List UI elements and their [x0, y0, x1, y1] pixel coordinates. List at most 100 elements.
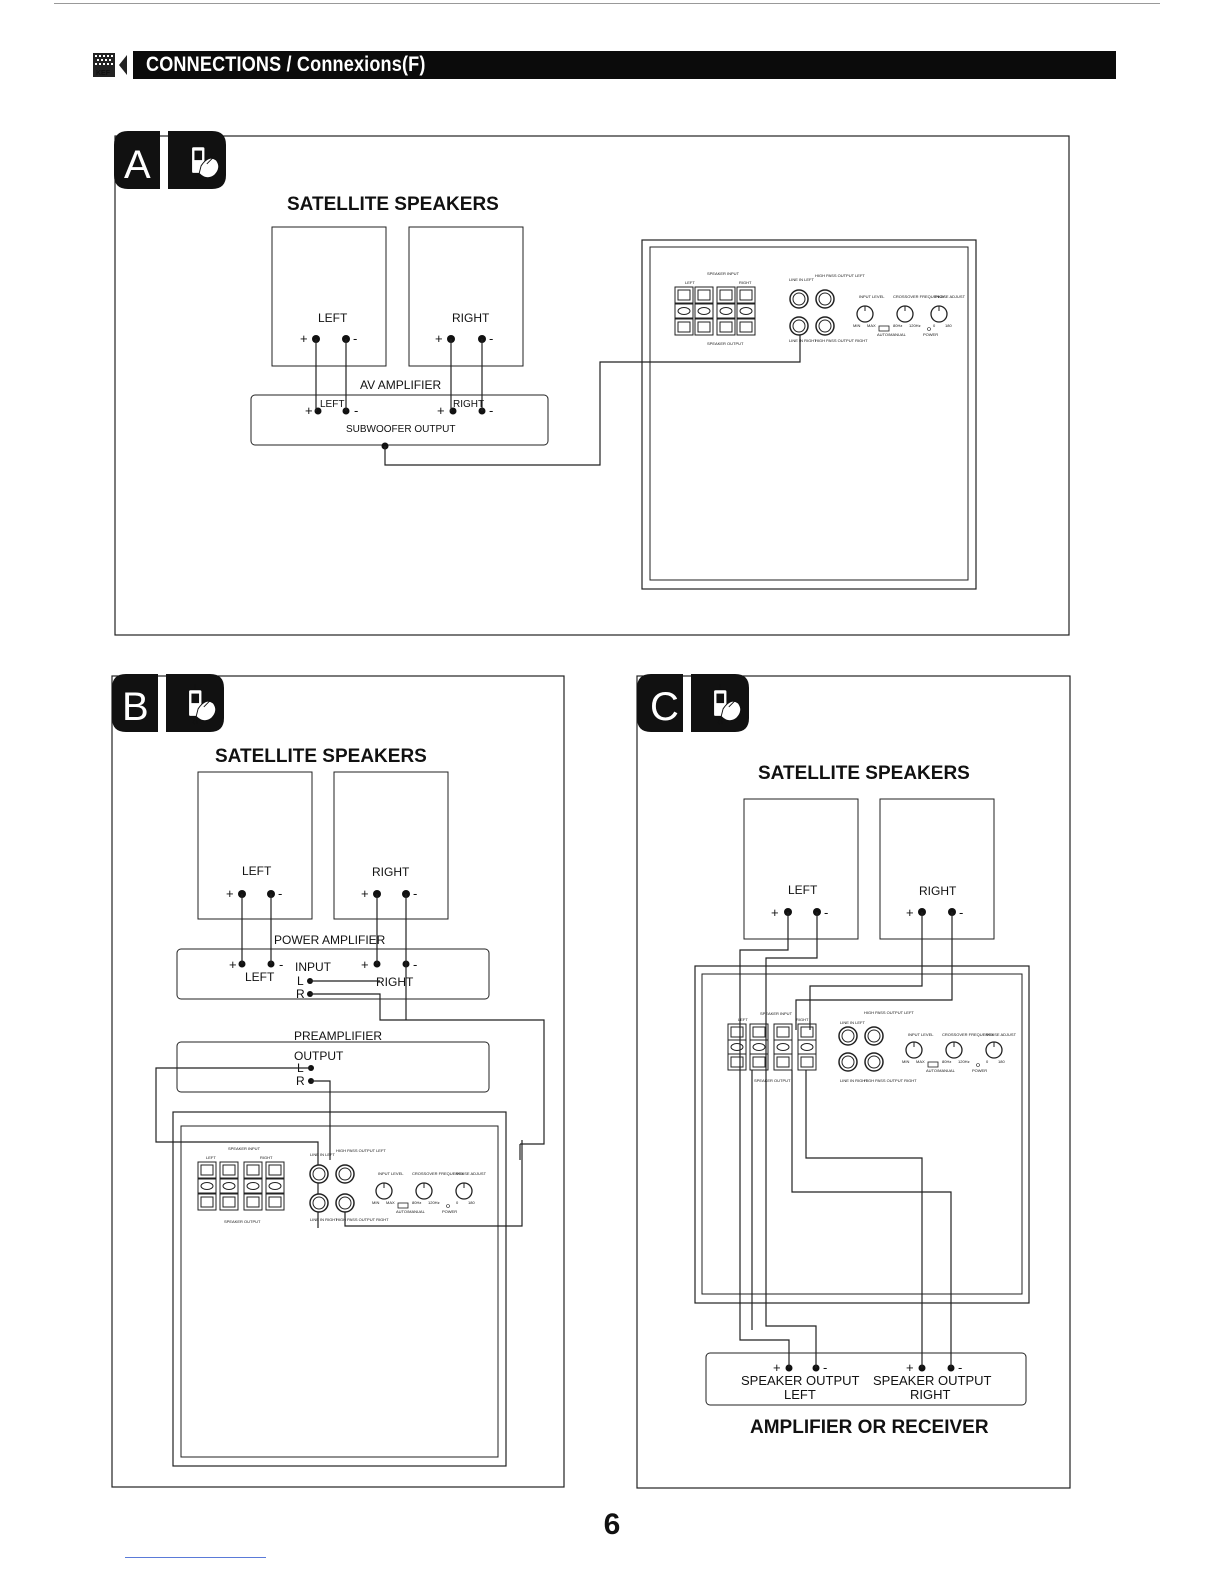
p180-label: 180	[998, 1059, 1005, 1064]
av-amplifier-label: AV AMPLIFIER	[360, 378, 441, 392]
right-speaker-label: RIGHT	[919, 884, 957, 898]
polarity-minus: -	[823, 1360, 827, 1375]
polarity-minus: -	[278, 886, 282, 901]
auto-manual-label: AUTO/MANUAL	[926, 1068, 956, 1073]
line-in-right-label: LINE IN RIGHT	[310, 1217, 338, 1222]
panel-a-title: SATELLITE SPEAKERS	[287, 194, 499, 215]
polarity-minus: -	[958, 1360, 962, 1375]
right-speaker-box	[408, 226, 524, 367]
top-rule	[54, 3, 1160, 4]
sp-left-label: LEFT	[685, 280, 695, 285]
pre-r-label: R	[296, 1074, 305, 1088]
polarity-minus: -	[959, 905, 963, 920]
preamplifier-box	[176, 1041, 490, 1093]
pre-output-label: OUTPUT	[294, 1049, 344, 1063]
polarity-minus: -	[413, 886, 417, 901]
polarity-plus: +	[361, 886, 369, 901]
input-level-label: INPUT LEVEL	[859, 294, 885, 299]
input-level-label: INPUT LEVEL	[378, 1171, 404, 1176]
right-speaker-label: RIGHT	[452, 311, 490, 325]
panel-a-letter: A	[124, 143, 151, 187]
power-label: POWER	[972, 1068, 987, 1073]
amp-right-label: RIGHT	[453, 399, 484, 410]
footer-link-rule	[125, 1557, 266, 1558]
out-right-label-2: RIGHT	[910, 1387, 951, 1402]
panel-c-title: SATELLITE SPEAKERS	[758, 763, 970, 784]
polarity-plus: +	[305, 403, 313, 418]
subwoofer-inner	[180, 1125, 499, 1458]
polarity-minus: -	[279, 957, 283, 972]
max-label: MAX	[916, 1059, 925, 1064]
sp-right-label: RIGHT	[260, 1155, 273, 1160]
subwoofer-inner	[701, 973, 1023, 1295]
polarity-plus: +	[906, 1360, 914, 1375]
panel-c-wires	[739, 912, 953, 1368]
subwoofer-control-panel: SPEAKER INPUT LEFT RIGHT SPEAKER OUTPUT …	[674, 271, 966, 346]
sp-output-label: SPEAKER OUTPUT	[754, 1078, 791, 1083]
auto-manual-label: AUTO/MANUAL	[396, 1209, 426, 1214]
phase-label: PHASE ADJUST	[986, 1032, 1017, 1037]
page-title: CONNECTIONS / Connexions(F)	[146, 53, 426, 76]
pa-right-label: RIGHT	[376, 975, 414, 989]
left-speaker-box	[743, 798, 859, 940]
right-speaker-label: RIGHT	[372, 865, 410, 879]
polarity-plus: +	[771, 905, 779, 920]
left-speaker-label: LEFT	[788, 883, 818, 897]
crossover-label: CROSSOVER FREQUENCY	[412, 1171, 464, 1176]
max-label: MAX	[867, 323, 876, 328]
subwoofer-inner	[649, 246, 969, 581]
sp-output-label: SPEAKER OUTPUT	[224, 1219, 261, 1224]
subwoofer-control-panel: SPEAKER INPUT LEFT RIGHT SPEAKER OUTPUT …	[727, 1010, 1017, 1083]
panel-c: C SATELLITE SPEAKERS LEFT RIGHT + - + - …	[636, 674, 1071, 1489]
subwoofer-outer	[172, 1111, 507, 1467]
f-high-label: 120Hz	[958, 1059, 970, 1064]
left-speaker-box	[271, 226, 387, 367]
sp-input-label: SPEAKER INPUT	[707, 271, 740, 276]
left-speaker-label: LEFT	[242, 864, 272, 878]
page-number: 6	[603, 1508, 621, 1541]
sp-input-label: SPEAKER INPUT	[760, 1011, 793, 1016]
f-high-label: 120Hz	[428, 1200, 440, 1205]
input-level-label: INPUT LEVEL	[908, 1032, 934, 1037]
phase-label: PHASE ADJUST	[456, 1171, 487, 1176]
polarity-minus: -	[413, 957, 417, 972]
hp-right-label: HIGH PASS OUTPUT RIGHT	[864, 1078, 917, 1083]
polarity-plus: +	[906, 905, 914, 920]
pa-r-label: R	[296, 987, 305, 1001]
sp-left-label: LEFT	[206, 1155, 216, 1160]
p180-label: 180	[468, 1200, 475, 1205]
f-low-label: 80Hz	[893, 323, 902, 328]
sp-left-label: LEFT	[738, 1017, 748, 1022]
crossover-label: CROSSOVER FREQUENCY	[942, 1032, 994, 1037]
kef-logo-text: KEF	[96, 70, 111, 77]
auto-manual-label: AUTO/MANUAL	[877, 332, 907, 337]
receiver-label: AMPLIFIER OR RECEIVER	[750, 1417, 989, 1438]
polarity-minus: -	[489, 331, 493, 346]
f-high-label: 120Hz	[909, 323, 921, 328]
f-low-label: 80Hz	[942, 1059, 951, 1064]
polarity-plus: +	[773, 1360, 781, 1375]
polarity-plus: +	[361, 957, 369, 972]
pa-l-label: L	[297, 974, 304, 988]
power-label: POWER	[442, 1209, 457, 1214]
receiver-box	[705, 1352, 1027, 1406]
hp-right-label: HIGH PASS OUTPUT RIGHT	[815, 338, 868, 343]
power-label: POWER	[923, 332, 938, 337]
max-label: MAX	[386, 1200, 395, 1205]
min-label: MIN	[853, 323, 860, 328]
sp-output-label: SPEAKER OUTPUT	[707, 341, 744, 346]
subwoofer-outer	[694, 965, 1030, 1304]
min-label: MIN	[372, 1200, 379, 1205]
pa-input-label: INPUT	[295, 960, 332, 974]
amp-left-label: LEFT	[320, 399, 344, 410]
hp-left-label: HIGH PASS OUTPUT LEFT	[336, 1148, 386, 1153]
panel-b: B SATELLITE SPEAKERS LEFT RIGHT + - + - …	[111, 674, 565, 1488]
panel-a-frame	[114, 135, 1070, 636]
f-low-label: 80Hz	[412, 1200, 421, 1205]
line-in-right-label: LINE IN RIGHT	[840, 1078, 868, 1083]
out-right-label-1: SPEAKER OUTPUT	[873, 1373, 992, 1388]
polarity-plus: +	[229, 957, 237, 972]
hp-left-label: HIGH PASS OUTPUT LEFT	[815, 273, 865, 278]
right-speaker-box	[879, 798, 995, 940]
